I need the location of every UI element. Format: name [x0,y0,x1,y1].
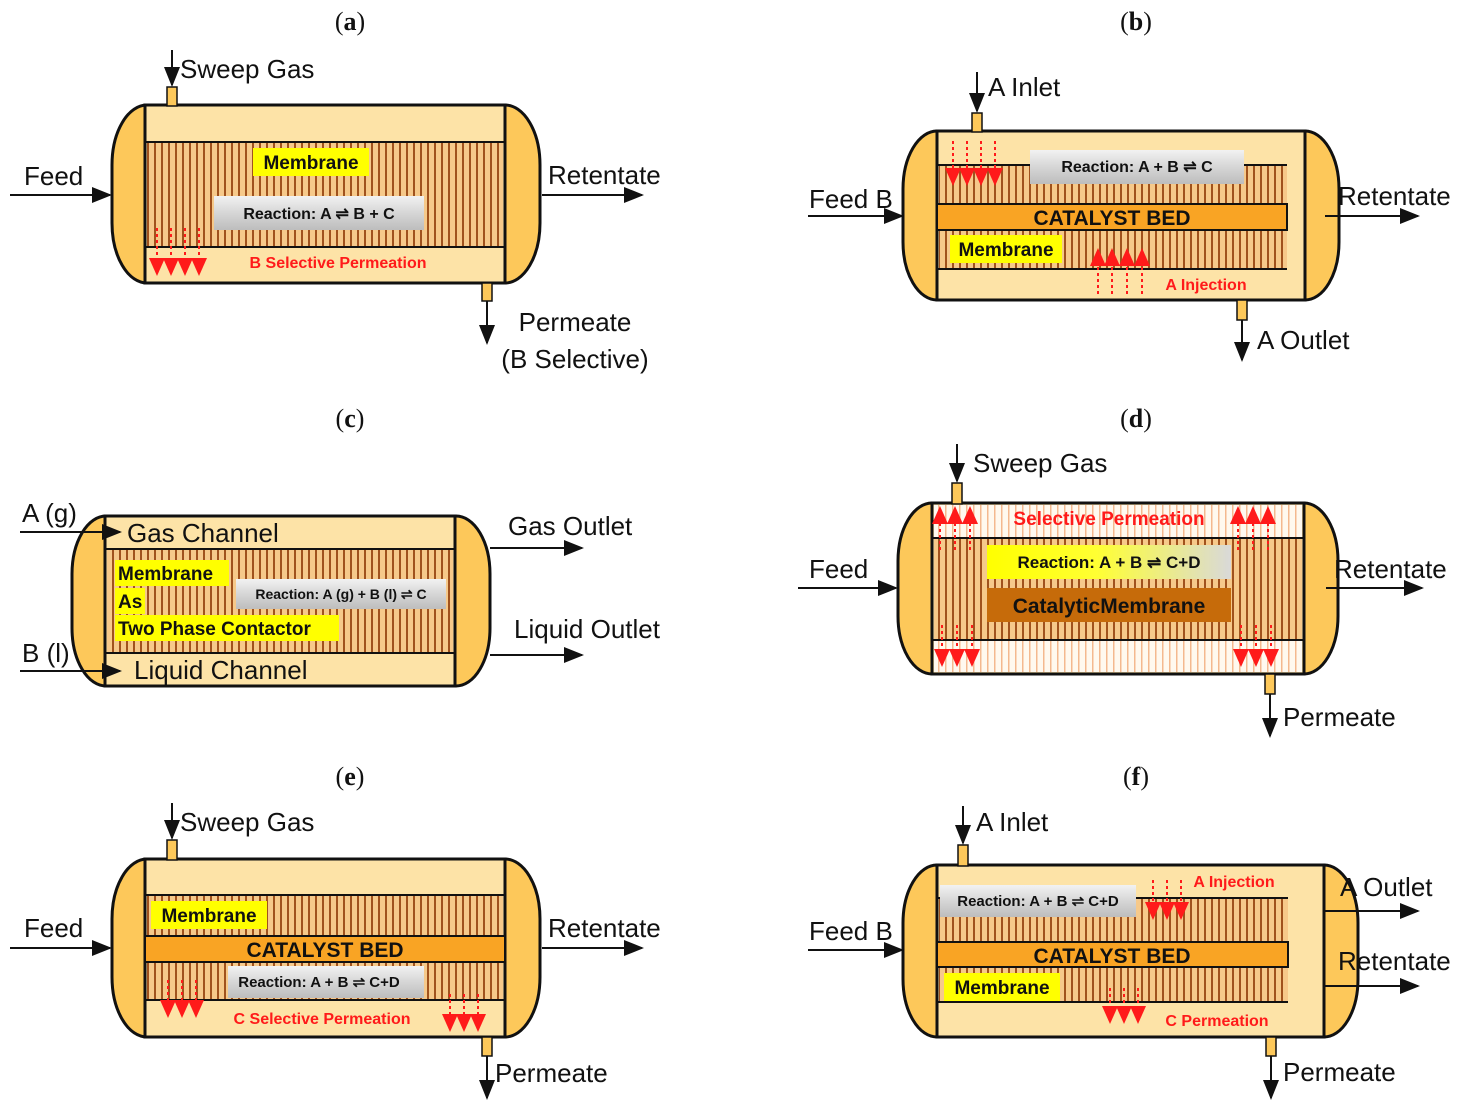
membrane-label-bg [151,901,267,929]
catalyst-bed [936,941,1289,968]
reaction-label-bg [987,545,1231,579]
membrane-label-line1: Membrane [118,564,213,585]
liquid-inlet-label: B (l) [22,638,70,668]
feed-label: Feed B [809,184,893,214]
membrane-label: Membrane [954,978,1049,999]
panel-b: (b) CATALYST BED Reaction: A + B ⇌ C Mem… [808,7,1451,362]
panel-e: (e) CATALYST BED Membrane Reaction: A + … [10,762,661,1100]
feed-label: Feed [24,161,83,191]
injection-label: A Injection [1165,277,1246,294]
membrane-label-bg [950,235,1062,263]
catalyst-bed [144,935,506,963]
selective-permeation-label: Selective Permeation [1013,509,1204,530]
reaction-label: Reaction: A + B ⇌ C+D [238,974,400,991]
reaction-label-bg [214,196,424,230]
panel-f: (f) CATALYST BED Reaction: A + B ⇌ C+D A… [808,762,1451,1100]
panel-label-b: (b) [1120,7,1152,36]
a-outlet-label: A Outlet [1340,872,1433,902]
sweep-port [166,86,178,107]
panel-label-d: (d) [1120,404,1152,433]
reaction-label-bg [940,885,1136,917]
reaction-label: Reaction: A + B ⇌ C [1061,159,1213,176]
permeation-arrows-left [160,980,204,1018]
panel-label-a: (a) [335,7,365,36]
retentate-label: Retentate [548,913,661,943]
c-permeation-label: C Permeation [1165,1013,1268,1030]
panel-d: (d) Reaction: A + B ⇌ C+D CatalyticMembr… [798,404,1447,738]
sweep-gas-label: Sweep Gas [973,448,1107,478]
catalytic-membrane-label: CatalyticMembrane [1013,595,1206,618]
reaction-label: Reaction: A (g) + B (l) ⇌ C [255,586,426,602]
membrane-label-bg [253,148,369,176]
membrane-label-bg [944,973,1060,1001]
catalytic-membrane-bg [987,588,1231,622]
membrane-label-line1-bg [115,560,229,586]
membrane-label: Membrane [263,153,358,174]
panel-a: (a) Membrane Reaction: A ⇌ B + C B Selec… [10,7,661,374]
reaction-label-bg [1030,150,1244,184]
sweep-gas-label: Sweep Gas [180,807,314,837]
permeate-label: Permeate [1283,1057,1396,1087]
injection-arrows-top [945,141,1003,186]
permeate-port [481,282,493,302]
reaction-label-bg [236,579,446,609]
reaction-label: Reaction: A + B ⇌ C+D [957,893,1119,910]
panel-c: (c) Membrane As Two Phase Contactor Reac… [20,404,661,688]
permeation-arrows-up-left [932,506,978,550]
catalyst-bed [936,203,1288,231]
membrane-label: Membrane [161,906,256,927]
injection-label: A Injection [1193,874,1274,891]
feed-label: Feed B [809,916,893,946]
permeation-arrows [149,228,207,276]
reaction-label: Reaction: A + B ⇌ C+D [1017,553,1200,572]
membrane-label-line2: As [118,592,142,613]
sweep-gas-label: Sweep Gas [180,54,314,84]
membrane-label-line3: Two Phase Contactor [118,619,311,640]
a-outlet-label: A Outlet [1257,325,1350,355]
liquid-outlet-label: Liquid Outlet [514,614,661,644]
gas-inlet-label: A (g) [22,498,77,528]
injection-arrows-bottom [1090,248,1150,294]
permeate-label: Permeate [519,307,632,337]
panel-label-f: (f) [1123,762,1149,791]
catalyst-bed-label: CATALYST BED [1033,207,1190,230]
retentate-label: Retentate [548,160,661,190]
permeate-label: Permeate [1283,702,1396,732]
catalyst-bed-label: CATALYST BED [1033,945,1190,968]
permeation-arrows-right [442,994,486,1032]
permeation-label: B Selective Permeation [250,255,427,272]
permeate-sub-label: (B Selective) [501,344,648,374]
permeate-label: Permeate [495,1058,608,1088]
panel-label-c: (c) [336,404,365,433]
catalyst-bed-label: CATALYST BED [246,939,403,962]
permeation-arrows-down-left [934,625,980,667]
retentate-label: Retentate [1338,946,1451,976]
permeation-arrows-down-right [1233,625,1279,667]
membrane-label: Membrane [958,240,1053,261]
reaction-label-bg [228,966,424,998]
retentate-label: Retentate [1338,181,1451,211]
permeation-label: C Selective Permeation [234,1011,411,1028]
membrane-label-line2-bg [115,588,145,614]
gas-outlet-label: Gas Outlet [508,511,633,541]
panel-label-e: (e) [336,762,365,791]
a-inlet-label: A Inlet [988,72,1061,102]
injection-arrows [1145,880,1189,920]
feed-label: Feed [809,554,868,584]
liquid-channel-label: Liquid Channel [134,655,307,685]
gas-channel-label: Gas Channel [127,518,279,548]
reaction-label: Reaction: A ⇌ B + C [243,206,395,223]
feed-label: Feed [24,913,83,943]
membrane-label-line3-bg [115,615,339,641]
retentate-label: Retentate [1334,554,1447,584]
permeation-arrows-up-right [1230,506,1276,550]
a-inlet-label: A Inlet [976,807,1049,837]
